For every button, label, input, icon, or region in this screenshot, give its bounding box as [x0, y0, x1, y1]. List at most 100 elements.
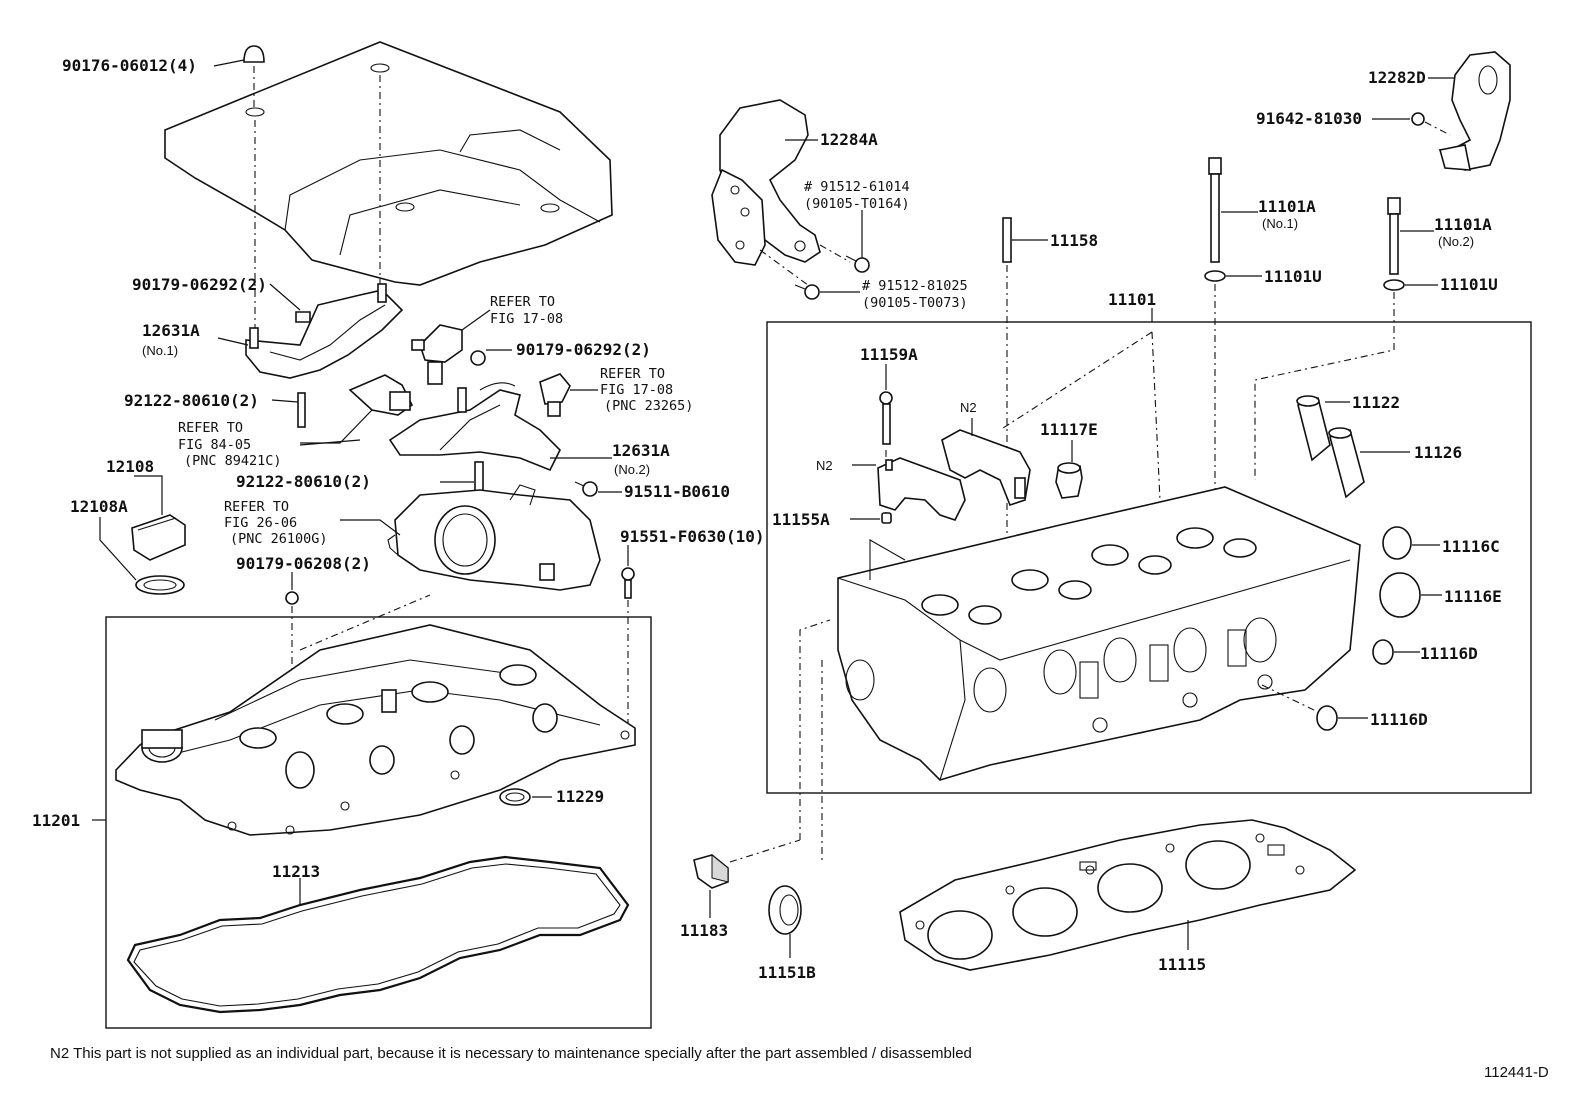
footnote-n2: N2 This part is not supplied as an indiv…	[50, 1045, 972, 1062]
refer1-line2: FIG 17-08	[490, 311, 563, 327]
plug-11116d-a	[1372, 639, 1394, 665]
label-12282d: 12282D	[1368, 68, 1426, 87]
cap-nut-90176	[243, 45, 265, 108]
label-90179-06208: 90179-06208(2)	[236, 554, 371, 573]
bolt-91642	[1411, 112, 1425, 126]
head-gasket-11115	[899, 819, 1357, 971]
refer3-line1: REFER TO	[178, 420, 243, 436]
plug-11116c	[1382, 526, 1412, 560]
nut-90179-b	[470, 350, 486, 366]
label-12631a-no2-sub: (No.2)	[614, 462, 650, 477]
washer-11101u-1	[1204, 270, 1226, 282]
refer1-line1: REFER TO	[490, 294, 555, 310]
label-11126: 11126	[1414, 443, 1462, 462]
washer-11101u-2	[1383, 279, 1405, 291]
bolt-91512-61014	[845, 255, 870, 273]
label-n2-a: N2	[816, 458, 833, 473]
cylinder-head-11101	[837, 486, 1361, 781]
refer2-line3: (PNC 23265)	[604, 398, 693, 414]
label-91512-81025: # 91512-81025	[862, 278, 968, 294]
label-11122: 11122	[1352, 393, 1400, 412]
label-12631a-no1: 12631A	[142, 321, 200, 340]
plug-seal-11229	[499, 788, 531, 806]
label-11151b: 11151B	[758, 963, 816, 982]
label-90105-t0073: (90105-T0073)	[862, 295, 968, 311]
cam-cap-n2-a	[877, 457, 966, 521]
bolt-11159a	[879, 391, 893, 445]
label-11101u-2: 11101U	[1440, 275, 1498, 294]
plug-11183	[693, 853, 729, 889]
pin-11155a	[881, 512, 892, 524]
label-91512-61014: # 91512-61014	[804, 179, 910, 195]
label-90105-t0164: (90105-T0164)	[804, 196, 910, 212]
bolt-91551	[621, 567, 635, 599]
label-11116c: 11116C	[1442, 537, 1500, 556]
head-bolt-11101a-no1	[1208, 157, 1222, 263]
label-91551-f0630: 91551-F0630(10)	[620, 527, 765, 546]
label-11117e: 11117E	[1040, 420, 1098, 439]
label-11115: 11115	[1158, 955, 1206, 974]
label-12284a: 12284A	[820, 130, 878, 149]
vsv-17-08-a	[411, 324, 463, 385]
label-11101a-no1-sub: (No.1)	[1262, 216, 1298, 231]
valve-cover-gasket-11213	[126, 855, 630, 1014]
label-11183: 11183	[680, 921, 728, 940]
label-90176-06012: 90176-06012(4)	[62, 56, 197, 75]
refer2-line2: FIG 17-08	[600, 382, 673, 398]
nut-90179-06208	[285, 591, 299, 605]
stud-92122-a	[297, 392, 306, 428]
refer4-line3: (PNC 26100G)	[230, 531, 328, 547]
refer4-line2: FIG 26-06	[224, 515, 297, 531]
refer3-line3: (PNC 89421C)	[184, 453, 282, 469]
plug-11116e	[1379, 572, 1421, 618]
label-n2-b: N2	[960, 400, 977, 415]
bracket-12631a-no1	[245, 283, 404, 379]
label-91511-b0610: 91511-B0610	[624, 482, 730, 501]
label-12108a: 12108A	[70, 497, 128, 516]
label-11101a-no2: 11101A	[1434, 215, 1492, 234]
plug-11116d-b	[1316, 705, 1338, 731]
label-11101a-no1: 11101A	[1258, 197, 1316, 216]
throttle-body-26100g	[387, 484, 601, 591]
guide-11126	[1328, 427, 1365, 499]
label-11158: 11158	[1050, 231, 1098, 250]
plug-11117e	[1055, 462, 1083, 499]
label-92122-80610-a: 92122-80610(2)	[124, 391, 259, 410]
oil-filler-cap-12108	[131, 514, 186, 595]
label-90179-06292-b: 90179-06292(2)	[516, 340, 651, 359]
seal-11151b	[768, 885, 802, 935]
label-11116d-a: 11116D	[1420, 644, 1478, 663]
label-11159a: 11159A	[860, 345, 918, 364]
valve-cover-frame	[105, 616, 652, 1029]
label-91642-81030: 91642-81030	[1256, 109, 1362, 128]
guide-11122	[1296, 395, 1331, 462]
label-11101u-1: 11101U	[1264, 267, 1322, 286]
label-11201: 11201	[32, 811, 80, 830]
label-11229: 11229	[556, 787, 604, 806]
bolt-91512-81025	[794, 284, 820, 300]
label-11116d-b: 11116D	[1370, 710, 1428, 729]
label-11101a-no2-sub: (No.2)	[1438, 234, 1474, 249]
vsv-23265	[539, 373, 571, 417]
label-11101: 11101	[1108, 290, 1156, 309]
label-11116e: 11116E	[1444, 587, 1502, 606]
figure-code: 112441-D	[1484, 1064, 1549, 1081]
label-90179-06292-a: 90179-06292(2)	[132, 275, 267, 294]
refer3-line2: FIG 84-05	[178, 437, 251, 453]
bolt-91511	[574, 481, 598, 497]
label-11213: 11213	[272, 862, 320, 881]
engine-hanger-12282d	[1438, 51, 1511, 171]
valve-cover-11201	[115, 624, 636, 836]
sensor-89421c	[348, 374, 414, 416]
label-11155a: 11155A	[772, 510, 830, 529]
refer2-line1: REFER TO	[600, 366, 665, 382]
cylinder-head-frame	[766, 321, 1532, 794]
engine-cover	[164, 41, 613, 286]
label-92122-80610-b: 92122-80610(2)	[236, 472, 371, 491]
label-12631a-no1-sub: (No.1)	[142, 343, 178, 358]
head-bolt-11101a-no2	[1387, 197, 1401, 275]
cam-cap-n2-b	[941, 429, 1031, 506]
stud-11158	[1002, 217, 1012, 263]
bracket-12631a-no2	[388, 382, 561, 472]
